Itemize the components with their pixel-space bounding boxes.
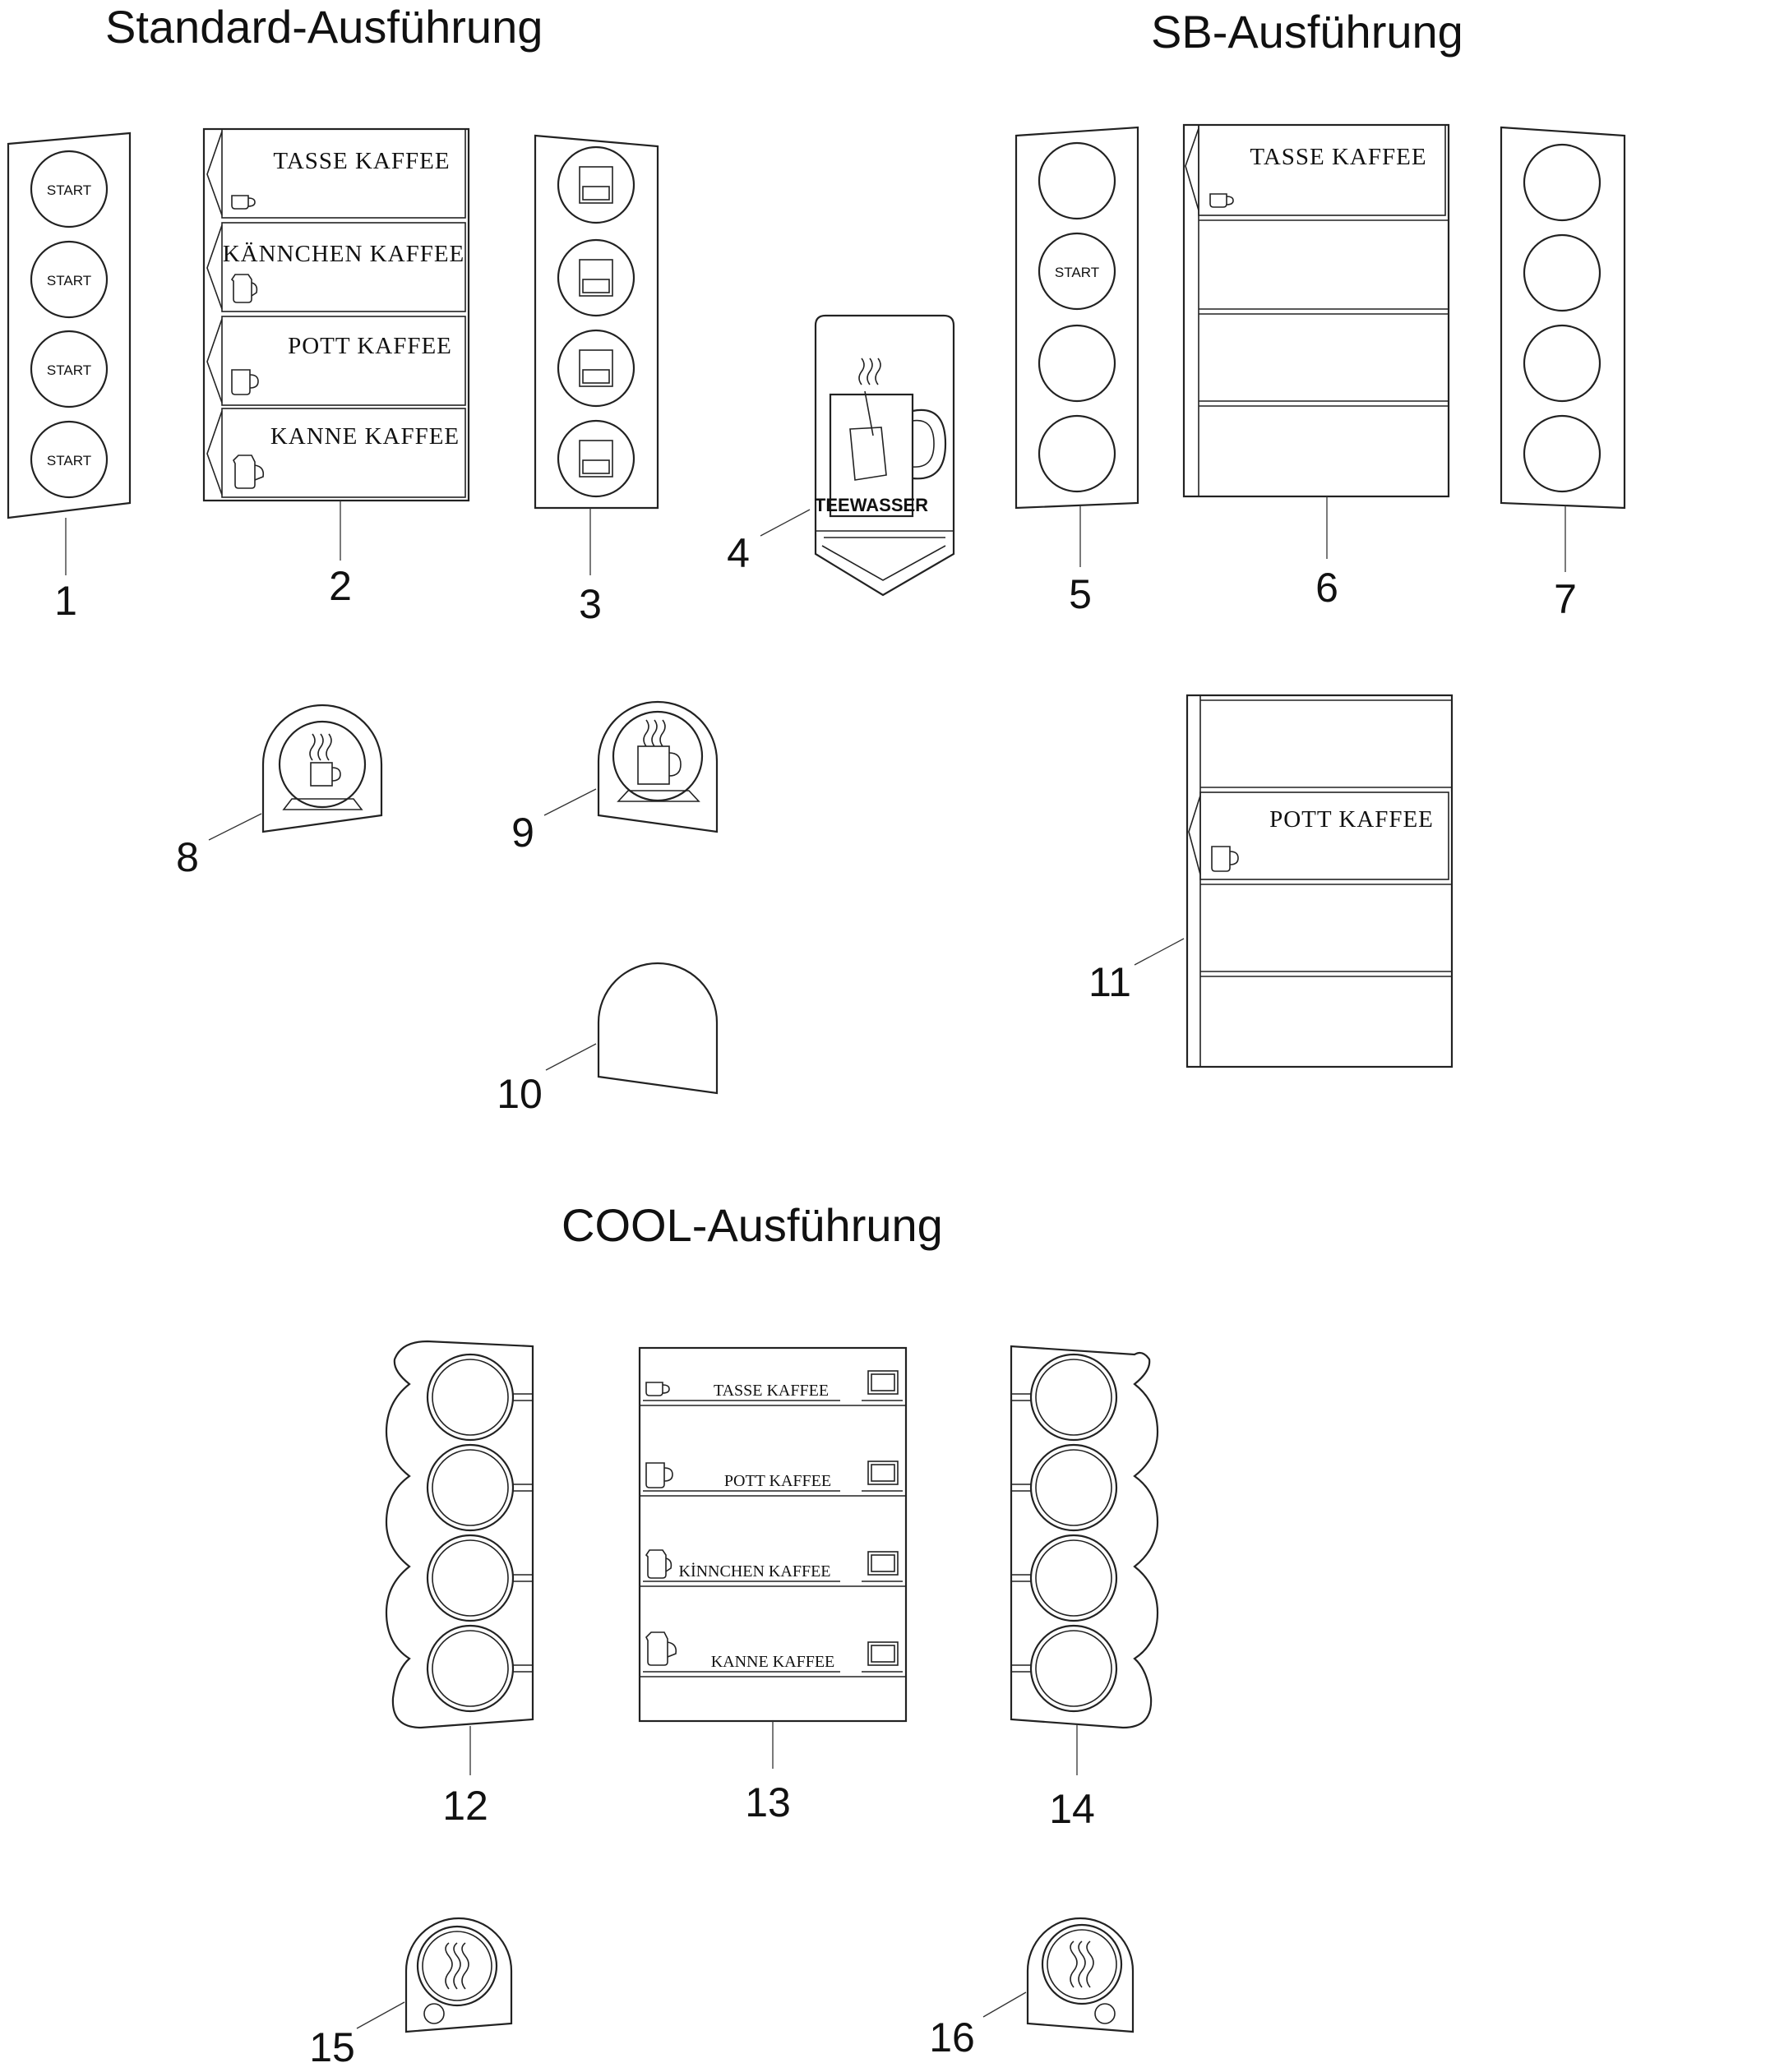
start-label: START (47, 273, 91, 288)
section-title-cool: COOL-Ausführung (562, 1199, 943, 1251)
callout-number: 4 (727, 530, 750, 576)
callout-number: 11 (1088, 959, 1131, 1005)
part-6-sb-label-panel: TASSE KAFFEE 6 (1182, 123, 1450, 611)
part-10-blank-cover: 10 (497, 962, 719, 1117)
label-kanne-kaffee: KANNE KAFFEE (270, 423, 460, 450)
part-8-cup-button: 8 (176, 704, 383, 880)
callout-number: 14 (1049, 1786, 1095, 1832)
start-label: START (1055, 265, 1099, 280)
label-kinnchen-kaffee: KİNNCHEN KAFFEE (679, 1562, 831, 1581)
callout-number: 2 (329, 563, 352, 609)
start-label: START (47, 362, 91, 378)
start-button-circle (1038, 232, 1116, 311)
cup-holder-icon (867, 1461, 899, 1485)
cup-holder-icon (579, 349, 613, 387)
leader-line (1134, 938, 1185, 966)
cup-holder-icon (867, 1370, 899, 1395)
leader-line (543, 788, 597, 816)
callout-number: 3 (579, 581, 602, 627)
start-label: START (47, 453, 91, 468)
mug-icon (231, 369, 259, 395)
small-jug-icon (645, 1549, 672, 1579)
section-title-standard: Standard-Ausführung (105, 1, 543, 53)
label-teewasser: TEEWASSER (815, 495, 928, 515)
cup-holder-icon (579, 259, 613, 297)
callout-number: 12 (442, 1783, 488, 1829)
label-tasse-kaffee: TASSE KAFFEE (714, 1382, 829, 1400)
part-9-mug-button: 9 (511, 700, 719, 856)
callout-number: 13 (745, 1779, 791, 1825)
cup-icon (645, 1382, 670, 1396)
part-5-sb-button-panel: START 5 (1014, 126, 1139, 617)
part-4-teewasser-panel: TEEWASSER 4 (727, 314, 955, 597)
part-16-cool-hotwater-button: 16 (929, 1917, 1135, 2060)
label-pott-kaffee: POTT KAFFEE (288, 333, 452, 359)
cup-icon (231, 195, 256, 210)
steam-icon (643, 719, 666, 747)
part-15-cool-hotwater-button: 15 (309, 1917, 513, 2070)
callout-number: 10 (497, 1071, 543, 1117)
mug-icon (1211, 846, 1239, 872)
cup-icon (1209, 193, 1234, 208)
part-3-holder-panel: 3 (534, 134, 659, 627)
part-14-cool-right-panel: 14 (1010, 1345, 1159, 1832)
leader-line (545, 1043, 597, 1071)
part-13-cool-label-panel: TASSE KAFFEE POTT KAFFEE KİNNCHEN KAFFEE… (638, 1346, 908, 1825)
cup-holder-icon (579, 440, 613, 478)
start-label: START (47, 182, 91, 198)
callout-number: 1 (54, 578, 77, 624)
leader-line (356, 2001, 405, 2029)
label-pott-kaffee: POTT KAFFEE (1269, 806, 1434, 833)
leader-line (982, 1991, 1027, 2018)
label-tasse-kaffee: TASSE KAFFEE (273, 148, 450, 174)
leader-line (208, 813, 262, 841)
callout-number: 16 (929, 2014, 975, 2060)
jug-icon (233, 455, 265, 489)
jug-icon (645, 1631, 677, 1666)
cup-holder-icon (867, 1641, 899, 1666)
steam-icon (1070, 1940, 1094, 1988)
callout-number: 6 (1315, 565, 1338, 611)
leader-line (760, 509, 811, 537)
cup-holder-icon (867, 1551, 899, 1576)
tea-mug-icon (829, 393, 914, 518)
part-11-sb-pott-panel: POTT KAFFEE 11 (1088, 694, 1454, 1068)
callout-number: 9 (511, 810, 534, 856)
part-1-start-panel: START START START START 1 (7, 132, 132, 624)
part-7-sb-plain-panel: 7 (1500, 126, 1626, 622)
start-button-circle (30, 420, 109, 499)
mug-icon (637, 745, 670, 785)
label-pott-kaffee: POTT KAFFEE (724, 1472, 831, 1490)
label-kanne-kaffee: KANNE KAFFEE (711, 1653, 835, 1671)
steam-icon (309, 733, 332, 761)
section-title-sb: SB-Ausführung (1151, 6, 1463, 58)
callout-number: 7 (1554, 576, 1577, 622)
mug-icon (645, 1462, 673, 1488)
part-12-cool-left-panel: 12 (385, 1340, 534, 1829)
cup-holder-icon (579, 166, 613, 204)
cup-icon (310, 762, 333, 787)
callout-number: 15 (309, 2024, 355, 2070)
label-kaennchen-kaffee: KÄNNCHEN KAFFEE (223, 241, 465, 267)
label-tasse-kaffee: TASSE KAFFEE (1250, 144, 1426, 170)
part-2-label-panel: TASSE KAFFEE KÄNNCHEN KAFFEE POTT KAFFEE… (202, 127, 470, 609)
start-button-circle (30, 240, 109, 319)
start-button-circle (30, 330, 109, 408)
small-jug-icon (231, 274, 258, 303)
callout-number: 8 (176, 834, 199, 880)
tea-bag-icon (849, 390, 887, 481)
steam-icon (858, 358, 881, 385)
callout-number: 5 (1069, 571, 1092, 617)
steam-icon (445, 1942, 469, 1990)
start-button-circle (30, 150, 109, 228)
